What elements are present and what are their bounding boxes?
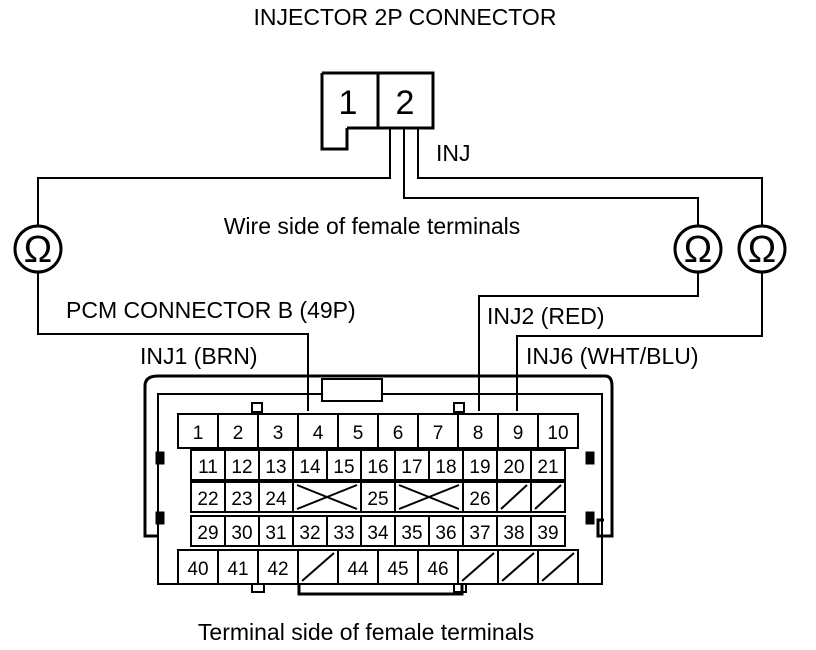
terminal-cell (530, 449, 566, 481)
terminal-cell (224, 481, 260, 513)
terminal-cell (326, 449, 362, 481)
inj2-wire-label: INJ2 (RED) (487, 303, 605, 329)
test-wires (37, 128, 763, 411)
ohmmeter-right: Ω (737, 224, 787, 274)
terminal-number: 24 (265, 489, 287, 510)
terminal-number: 45 (387, 559, 408, 580)
terminal-cell (292, 515, 328, 547)
pcm-connector-title: PCM CONNECTOR B (49P) (66, 297, 356, 323)
blank-terminal-slash (534, 484, 562, 510)
terminal-cell (177, 413, 219, 449)
terminal-number: 46 (427, 559, 448, 580)
terminal-cell (377, 413, 419, 449)
terminal-number: 10 (547, 423, 568, 444)
terminal-cell (217, 413, 259, 449)
terminal-cell (360, 449, 396, 481)
blank-terminal-cross (296, 484, 358, 510)
injector-pin-1: 1 (339, 84, 358, 122)
terminal-number: 14 (299, 457, 321, 478)
terminal-number: 22 (197, 489, 218, 510)
ohm-symbol: Ω (24, 229, 52, 271)
terminal-cell (497, 413, 539, 449)
terminal-number: 15 (333, 457, 354, 478)
terminal-number: 16 (367, 457, 388, 478)
terminal-number: 2 (233, 423, 244, 444)
terminal-number: 31 (265, 523, 286, 544)
terminal-number: 44 (347, 559, 369, 580)
inj1-wire-label: INJ1 (BRN) (140, 343, 258, 369)
terminal-number: 18 (435, 457, 456, 478)
terminal-number: 5 (353, 423, 364, 444)
inj6-wire-label: INJ6 (WHT/BLU) (526, 343, 699, 369)
terminal-number: 23 (231, 489, 252, 510)
terminal-number: 20 (503, 457, 524, 478)
injector-pin-2: 2 (396, 84, 415, 122)
terminal-number: 6 (393, 423, 404, 444)
terminal-number: 37 (469, 523, 490, 544)
terminal-number: 38 (503, 523, 524, 544)
inj-signal-label: INJ (436, 140, 471, 166)
terminal-number: 13 (265, 457, 286, 478)
ohm-symbol: Ω (684, 229, 712, 271)
terminal-number: 29 (197, 523, 218, 544)
terminal-number: 8 (473, 423, 484, 444)
terminal-number: 26 (469, 489, 490, 510)
terminal-cell (257, 413, 299, 449)
terminal-number: 17 (401, 457, 422, 478)
terminal-cell (496, 449, 532, 481)
terminal-number: 33 (333, 523, 354, 544)
terminal-cell (360, 515, 396, 547)
blank-terminal-slash (461, 552, 495, 582)
terminal-number: 32 (299, 523, 320, 544)
terminal-cell (428, 515, 464, 547)
terminal-cell (337, 549, 379, 585)
blank-terminal-slash (541, 552, 575, 582)
terminal-number: 1 (193, 423, 204, 444)
terminal-number: 7 (433, 423, 444, 444)
ohmmeter-left: Ω (13, 224, 63, 274)
terminal-cell (428, 449, 464, 481)
terminal-cell (297, 413, 339, 449)
injector-2p-connector (320, 71, 435, 151)
terminal-side-label: Terminal side of female terminals (198, 619, 534, 645)
terminal-number: 30 (231, 523, 252, 544)
terminal-number: 36 (435, 523, 456, 544)
diagram-title: INJECTOR 2P CONNECTOR (254, 4, 557, 30)
terminal-cell (217, 549, 259, 585)
terminal-number: 4 (313, 423, 324, 444)
terminal-cell (537, 413, 579, 449)
terminal-cell (257, 549, 299, 585)
blank-terminal-slash (301, 552, 335, 582)
terminal-number: 3 (273, 423, 284, 444)
terminal-number: 25 (367, 489, 388, 510)
terminal-number: 34 (367, 523, 389, 544)
terminal-number: 12 (231, 457, 252, 478)
blank-terminal-slash (501, 552, 535, 582)
terminal-number: 41 (227, 559, 248, 580)
terminal-number: 42 (267, 559, 288, 580)
blank-terminal-cross (398, 484, 460, 510)
terminal-number: 35 (401, 523, 422, 544)
terminal-number: 19 (469, 457, 490, 478)
terminal-cell (530, 515, 566, 547)
ohm-symbol: Ω (748, 229, 776, 271)
blank-terminal-slash (500, 484, 528, 510)
terminal-number: 9 (513, 423, 524, 444)
terminal-cell (258, 515, 294, 547)
terminal-cell (190, 481, 226, 513)
terminal-number: 40 (187, 559, 208, 580)
terminal-cell (337, 413, 379, 449)
terminal-number: 39 (537, 523, 558, 544)
terminal-cell (496, 515, 532, 547)
terminal-number: 11 (198, 457, 218, 478)
terminal-number: 21 (537, 457, 558, 478)
terminal-cell (462, 449, 498, 481)
wire-side-label: Wire side of female terminals (224, 213, 521, 239)
terminal-cell (417, 549, 459, 585)
ohmmeter-middle: Ω (673, 224, 723, 274)
